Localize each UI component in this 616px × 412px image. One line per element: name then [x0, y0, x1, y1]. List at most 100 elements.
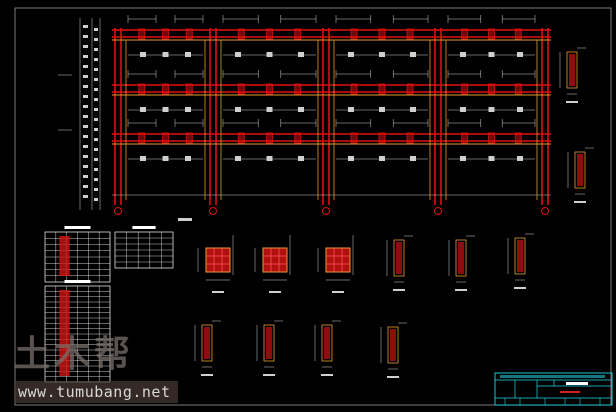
section-caption	[269, 291, 281, 293]
rebar-mark	[488, 28, 495, 40]
annotation-tag	[266, 107, 273, 112]
section-outline	[262, 247, 288, 273]
schematic-mark	[94, 38, 98, 41]
section-outline	[514, 237, 526, 275]
section-caption	[332, 291, 344, 293]
section-detail-8	[256, 320, 283, 376]
project-name-text	[560, 391, 580, 393]
annotation-tag	[348, 52, 354, 57]
section-detail-11	[559, 47, 586, 103]
frame-elevation	[112, 15, 551, 221]
schematic-mark	[83, 155, 88, 158]
section-fill	[458, 242, 464, 274]
section-outline	[325, 247, 351, 273]
annotation-tag	[379, 156, 385, 161]
rebar-mark	[488, 132, 495, 144]
frame-caption	[178, 218, 192, 221]
rebar-mark	[162, 28, 169, 40]
annotation-tag	[460, 52, 466, 57]
schematic-mark	[83, 135, 88, 138]
annotation-tag	[460, 156, 466, 161]
schematic-mark	[83, 45, 88, 48]
annotation-tag	[140, 107, 146, 112]
rebar-mark	[406, 83, 414, 95]
schematic-mark	[83, 145, 88, 148]
section-detail-3	[317, 235, 354, 293]
annotation-tag	[266, 156, 273, 161]
rebar-mark	[266, 83, 273, 95]
watermark-url: www.tumubang.net	[14, 381, 178, 403]
sheet-border	[14, 7, 612, 406]
schematic-mark	[94, 148, 98, 151]
schematic-mark	[83, 95, 88, 98]
section-fill	[204, 327, 210, 359]
section-fill	[577, 154, 583, 186]
rebar-mark	[350, 28, 358, 40]
annotation-tag	[162, 52, 169, 57]
rebar-mark	[514, 83, 522, 95]
schematic-mark	[94, 108, 98, 111]
annotation-tag	[517, 156, 523, 161]
axis-bubble	[114, 207, 122, 215]
rebar-mark	[488, 83, 495, 95]
schematic-mark	[83, 105, 88, 108]
watermark: 土木帮 www.tumubang.net	[8, 335, 178, 403]
schematic-mark	[94, 58, 98, 61]
annotation-tag	[162, 156, 169, 161]
section-detail-4	[386, 235, 413, 291]
schematic-mark	[94, 48, 98, 51]
schematic-mark	[94, 78, 98, 81]
annotation-tag	[410, 107, 416, 112]
schematic-mark	[83, 85, 88, 88]
table-column-rebar	[44, 226, 111, 283]
section-caption	[393, 289, 405, 291]
schematic-mark	[83, 165, 88, 168]
schematic-mark	[94, 98, 98, 101]
annotation-tag	[266, 52, 273, 57]
schematic-mark	[94, 188, 98, 191]
rebar-mark	[294, 28, 302, 40]
section-outline	[201, 324, 213, 362]
rebar-mark	[237, 28, 245, 40]
schematic-mark	[94, 198, 98, 201]
section-detail-5	[448, 235, 475, 291]
annotation-tag	[517, 52, 523, 57]
annotation-tag	[517, 107, 523, 112]
section-detail-9	[314, 320, 341, 376]
table-red-section	[59, 290, 70, 376]
schematic-mark	[83, 65, 88, 68]
rebar-mark	[185, 132, 193, 144]
schematic-mark	[83, 185, 88, 188]
section-detail-10	[380, 322, 407, 378]
title-block-header	[500, 375, 605, 378]
section-outline	[321, 324, 333, 362]
annotation-tag	[235, 107, 241, 112]
schematic-mark	[94, 68, 98, 71]
section-caption	[514, 287, 526, 289]
annotation-tag	[488, 156, 495, 161]
schematic-mark	[83, 75, 88, 78]
rebar-mark	[406, 28, 414, 40]
section-detail-6	[507, 233, 534, 289]
section-fill	[324, 327, 330, 359]
annotation-tag	[410, 156, 416, 161]
annotation-tag	[379, 52, 385, 57]
annotation-tag	[162, 107, 169, 112]
section-outline	[387, 326, 399, 364]
section-outline	[566, 51, 578, 89]
rebar-mark	[294, 83, 302, 95]
annotation-tag	[140, 52, 146, 57]
annotation-tag	[410, 52, 416, 57]
schematic-mark	[94, 178, 98, 181]
axis-bubble	[322, 207, 330, 215]
rebar-mark	[162, 83, 169, 95]
rebar-mark	[237, 83, 245, 95]
table-material-title	[132, 226, 156, 229]
annotation-tag	[185, 156, 191, 161]
section-caption	[321, 374, 333, 376]
annotation-tag	[379, 107, 385, 112]
schematic-mark	[94, 128, 98, 131]
rebar-mark	[378, 132, 386, 144]
rebar-mark	[294, 132, 302, 144]
schematic-mark	[83, 195, 88, 198]
